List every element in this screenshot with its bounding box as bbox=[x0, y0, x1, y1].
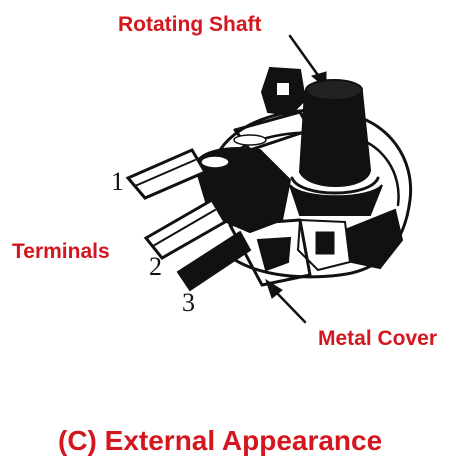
terminal-number-2: 2 bbox=[149, 252, 162, 281]
metal-cover-label: Metal Cover bbox=[318, 327, 437, 350]
terminal-2 bbox=[143, 197, 228, 260]
terminal-number-3: 3 bbox=[182, 288, 195, 317]
terminal-3 bbox=[176, 230, 252, 292]
metal-cover-arrow bbox=[265, 278, 307, 324]
rotating-shaft-label: Rotating Shaft bbox=[118, 13, 261, 36]
terminals-label: Terminals bbox=[12, 240, 110, 263]
terminal-number-1: 1 bbox=[111, 167, 124, 196]
figure-caption: (C) External Appearance bbox=[58, 425, 382, 456]
terminal-1 bbox=[125, 148, 208, 200]
